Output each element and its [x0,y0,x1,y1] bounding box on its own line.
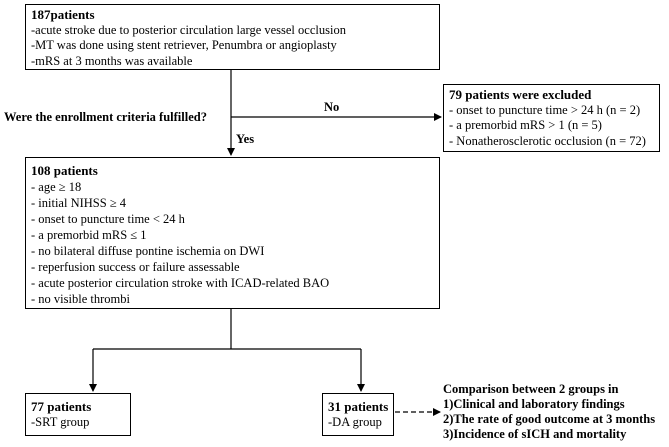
excluded-patients-box: 79 patients were excluded - onset to pun… [443,84,660,152]
enrollment-question: Were the enrollment criteria fulfilled? [4,110,207,124]
initial-patients-title: 187patients [31,7,95,22]
da-group-box: 31 patients -DA group [322,393,394,436]
enrollment-criterion: - a premorbid mRS ≤ 1 [31,228,147,242]
enrollment-criterion: - age ≥ 18 [31,180,82,194]
exclusion-reason: - a premorbid mRS > 1 (n = 5) [449,118,602,133]
enrolled-patients-box: 108 patients - age ≥ 18 - initial NIHSS … [25,157,440,309]
enrolled-title: 108 patients [31,163,98,178]
srt-title: 77 patients [31,399,92,414]
enrollment-criterion: - acute posterior circulation stroke wit… [31,276,330,290]
comparison-text: Comparison between 2 groups in 1)Clinica… [443,382,655,442]
comparison-item: 3)Incidence of sICH and mortality [443,427,627,441]
exclusion-reason: - onset to puncture time > 24 h (n = 2) [449,102,641,117]
excluded-title: 79 patients were excluded [449,87,592,102]
initial-criterion: -acute stroke due to posterior circulati… [31,22,346,37]
enrollment-criterion: - no visible thrombi [31,292,130,306]
comparison-heading: Comparison between 2 groups in [443,382,619,396]
branch-yes-label: Yes [236,132,255,146]
enrollment-criterion: - no bilateral diffuse pontine ischemia … [31,244,265,258]
enrollment-criterion: - reperfusion success or failure assessa… [31,260,240,274]
comparison-item: 1)Clinical and laboratory findings [443,397,625,411]
da-title: 31 patients [328,399,389,414]
exclusion-reason: - Nonatherosclerotic occlusion (n = 72) [449,133,646,148]
enrollment-criterion: - onset to puncture time < 24 h [31,212,185,226]
srt-group-box: 77 patients -SRT group [25,393,131,436]
srt-label: -SRT group [31,414,90,429]
enrollment-criterion: - initial NIHSS ≥ 4 [31,196,127,210]
initial-criterion: -mRS at 3 months was available [31,53,193,68]
comparison-item: 2)The rate of good outcome at 3 months [443,412,656,426]
initial-criterion: -MT was done using stent retriever, Penu… [31,38,337,53]
initial-patients-box: 187patients -acute stroke due to posteri… [25,4,440,70]
branch-no-label: No [324,100,340,114]
da-label: -DA group [328,414,382,429]
